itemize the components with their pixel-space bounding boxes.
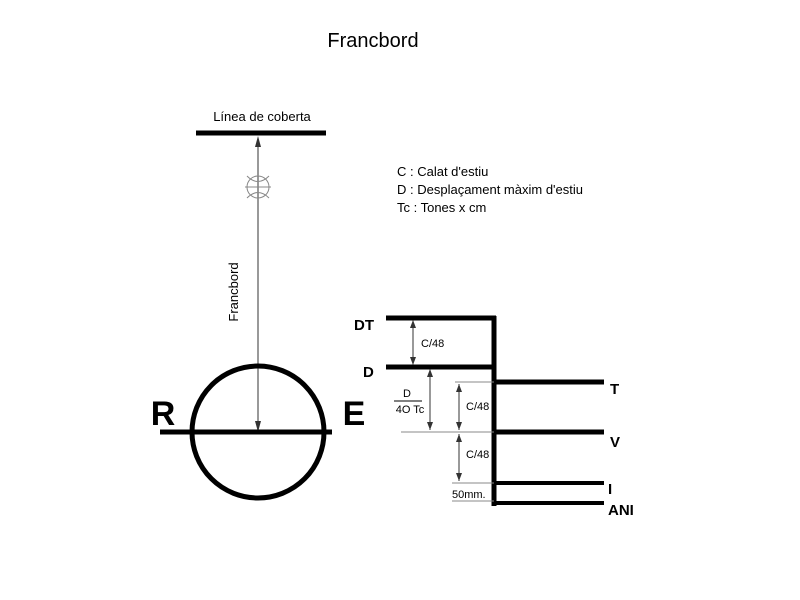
legend-item-calat: C : Calat d'estiu — [397, 164, 489, 179]
label-i: I — [608, 481, 612, 498]
label-dt: DT — [354, 317, 374, 334]
dim-v-to-i: C/48 — [466, 449, 489, 461]
dim-i-to-ani: 50mm. — [452, 489, 486, 501]
break-symbol-icon — [245, 175, 271, 199]
legend: C : Calat d'estiu D : Desplaçament màxim… — [397, 163, 583, 217]
label-d: D — [363, 364, 374, 381]
freeboard-arrow-down — [255, 421, 261, 432]
page-title: Francbord — [327, 30, 419, 52]
legend-item-tones: Tc : Tones x cm — [397, 200, 487, 215]
dim-dt-to-d: C/48 — [421, 338, 444, 350]
label-t: T — [610, 381, 619, 398]
dim-t-to-v: C/48 — [466, 401, 489, 413]
plimsoll-letter-e: E — [343, 395, 366, 433]
label-ani: ANI — [608, 502, 634, 519]
freeboard-label: Francbord — [226, 262, 241, 321]
legend-item-desplacament: D : Desplaçament màxim d'estiu — [397, 182, 583, 197]
deck-line-label: Línea de coberta — [213, 109, 311, 124]
freeboard-arrow-up — [255, 136, 261, 147]
dim-fraction-numerator: D — [403, 388, 411, 400]
plimsoll-letter-r: R — [151, 395, 176, 433]
label-v: V — [610, 434, 620, 451]
dim-fraction-denominator: 4O Tc — [396, 404, 425, 416]
